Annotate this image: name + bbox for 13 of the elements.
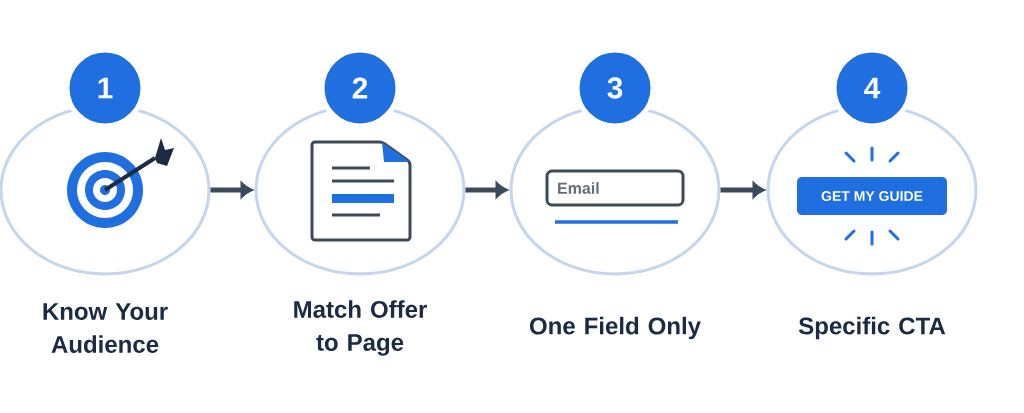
number-badge: 2 xyxy=(319,47,401,129)
input-field: Email xyxy=(545,169,685,207)
step-title: Know Your Audience xyxy=(43,303,168,353)
arrow xyxy=(210,182,253,198)
number-badge: 1 xyxy=(64,47,146,129)
cta-button: GET MY GUIDE xyxy=(797,177,947,215)
arrow xyxy=(720,182,765,198)
number-badge: 3 xyxy=(574,47,656,129)
step-title: Specific CTA xyxy=(798,316,946,340)
step-title: Match Offer to Page xyxy=(294,300,427,356)
arrow xyxy=(465,182,508,198)
number-badge: 4 xyxy=(831,47,913,129)
step-title: One Field Only xyxy=(530,316,701,340)
